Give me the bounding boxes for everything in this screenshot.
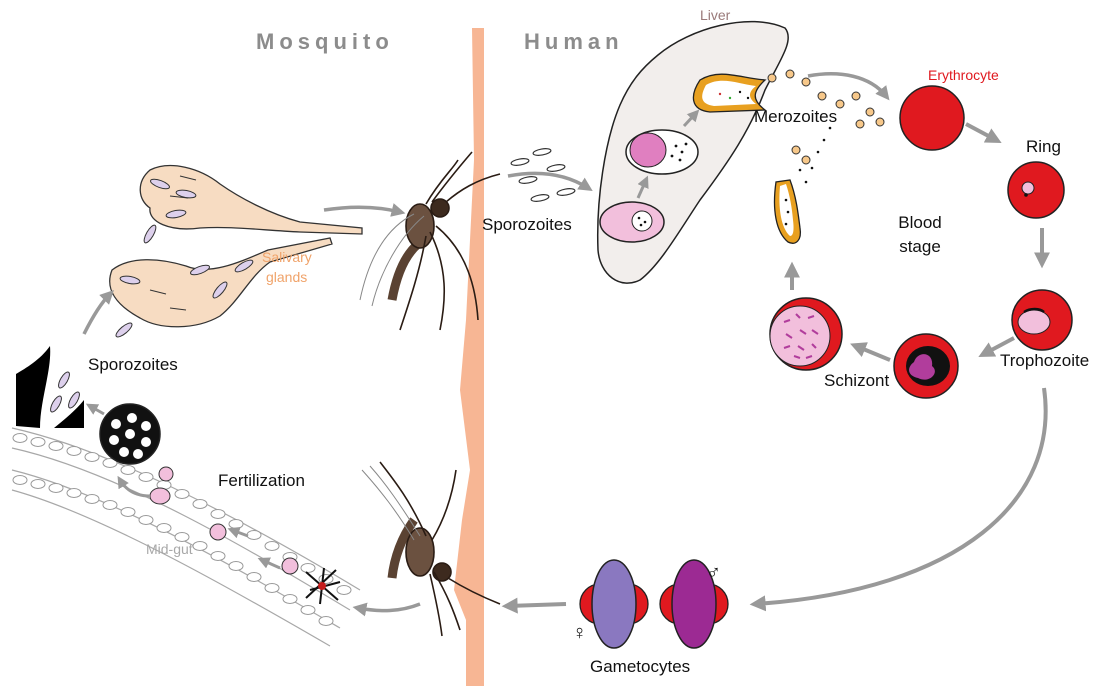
trophozoite-cell [1012, 290, 1072, 350]
female-gametocyte [580, 560, 648, 648]
arrow-midgut-2 [232, 530, 248, 536]
arrow-mosquito-to-midgut [358, 604, 420, 611]
salivary-glands-label-line2: glands [266, 270, 307, 285]
liver-label: Liver [700, 8, 730, 23]
arrow-midgut-1 [120, 480, 150, 496]
erythrocyte-cell [900, 86, 964, 150]
exflagellation [306, 568, 340, 604]
oocyst-sporozoites [48, 370, 81, 413]
blood-stage-label-line1: Blood [890, 214, 950, 233]
ring-label: Ring [1026, 138, 1061, 157]
salivary-gland-top [140, 166, 362, 234]
mosquito-header: Mosquito [256, 30, 394, 54]
fertilization-label: Fertilization [218, 472, 305, 491]
arrow-to-schizont [856, 346, 890, 360]
midgut-wall [12, 428, 360, 646]
skin-divider [454, 28, 484, 686]
oocyst [100, 404, 160, 464]
salivary-glands-label-line1: Salivary [262, 250, 312, 265]
sporozoites-mosquito-label: Sporozoites [88, 356, 178, 375]
midgut-label: Mid-gut [146, 542, 193, 557]
arrow-gametocytes-to-mosquito [508, 604, 566, 606]
arrow-oocyst-release [90, 406, 104, 414]
trophozoite-label: Trophozoite [1000, 352, 1089, 371]
ring-stage-cell [1008, 162, 1064, 218]
late-trophozoite-cell [894, 334, 958, 398]
liver-infected-cell-early [600, 202, 664, 242]
female-symbol: ♀ [572, 622, 587, 644]
arrow-midgut-3 [262, 560, 280, 568]
arrow-to-salivary [84, 294, 110, 334]
merozoites-label: Merozoites [754, 108, 837, 127]
schizont-label: Schizont [824, 372, 889, 391]
schizont-cell [770, 298, 842, 370]
blood-stage-label-line2: stage [890, 238, 950, 257]
sporozoites-human-label: Sporozoites [482, 216, 572, 235]
rupturing-schizont [775, 127, 832, 244]
arrow-to-gametocytes [756, 388, 1046, 604]
erythrocyte-label: Erythrocyte [928, 68, 999, 83]
arrow-salivary-to-mosquito [324, 207, 400, 212]
liver-infected-cell-mid [626, 130, 698, 174]
midgut-black-tissue [16, 346, 84, 428]
arrow-erythrocyte-to-ring [966, 124, 996, 140]
male-symbol: ♂ [706, 562, 721, 584]
gametocytes-label: Gametocytes [590, 658, 690, 677]
human-header: Human [524, 30, 624, 54]
